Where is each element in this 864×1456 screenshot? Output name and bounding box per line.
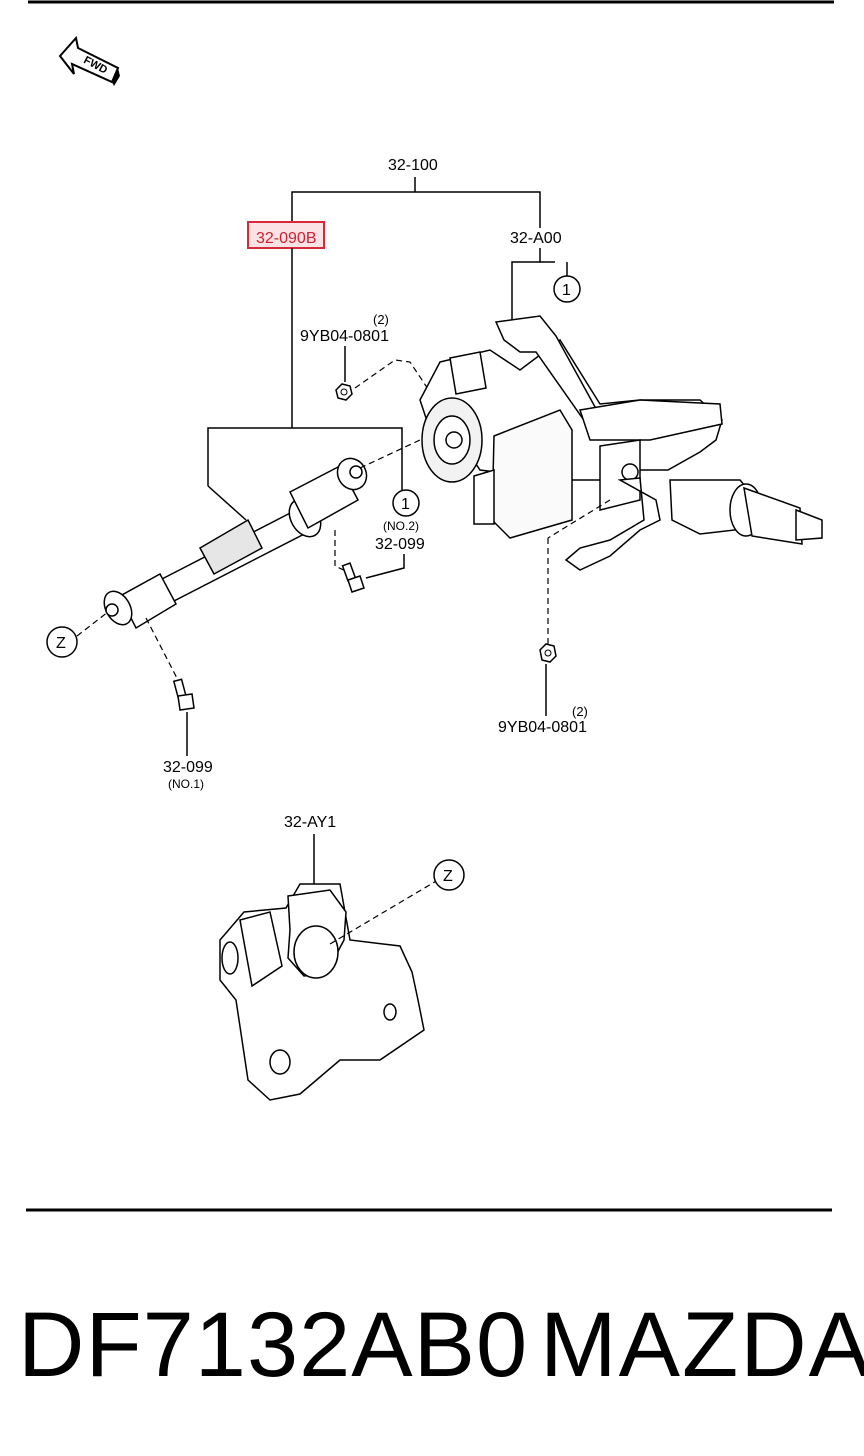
svg-text:Z: Z xyxy=(56,635,66,652)
highlight-box[interactable] xyxy=(247,221,325,249)
bolt-no2-icon xyxy=(341,562,365,593)
label-highlight: 32-090B xyxy=(256,230,317,247)
column-cover xyxy=(219,883,425,1101)
label-bolt-no1-note: (NO.1) xyxy=(168,777,204,791)
callout-1-shaft: 1 xyxy=(392,489,420,517)
intermediate-shaft xyxy=(103,457,368,630)
bolt-no1-icon xyxy=(172,678,195,711)
nut-bottom-icon xyxy=(539,643,557,663)
label-column: 32-A00 xyxy=(510,230,562,247)
svg-text:1: 1 xyxy=(562,282,571,299)
callout-1-column: 1 xyxy=(553,275,581,303)
label-nut-bottom: 9YB04-0801 xyxy=(498,719,587,736)
footer: DF7132AB0 MAZDA xyxy=(0,1290,864,1400)
brand-name: MAZDA xyxy=(540,1294,864,1396)
label-nut-bottom-qty: (2) xyxy=(572,704,588,719)
part-number: DF7132AB0 xyxy=(18,1294,529,1396)
steering-column xyxy=(419,315,823,571)
label-bolt-no2: 32-099 xyxy=(375,536,425,553)
label-nut-top: 9YB04-0801 xyxy=(300,328,389,345)
callout-z-right: Z xyxy=(433,859,465,891)
label-assembly: 32-100 xyxy=(388,157,438,174)
fwd-arrow-icon: FWD xyxy=(58,35,120,86)
svg-text:Z: Z xyxy=(443,868,453,885)
nut-top-icon xyxy=(335,383,353,401)
label-nut-top-qty: (2) xyxy=(373,312,389,327)
label-bolt-no2-note: (NO.2) xyxy=(383,519,419,533)
callout-z-left: Z xyxy=(46,626,78,658)
label-cover: 32-AY1 xyxy=(284,814,336,831)
label-bolt-no1: 32-099 xyxy=(163,759,213,776)
svg-text:1: 1 xyxy=(401,496,410,513)
